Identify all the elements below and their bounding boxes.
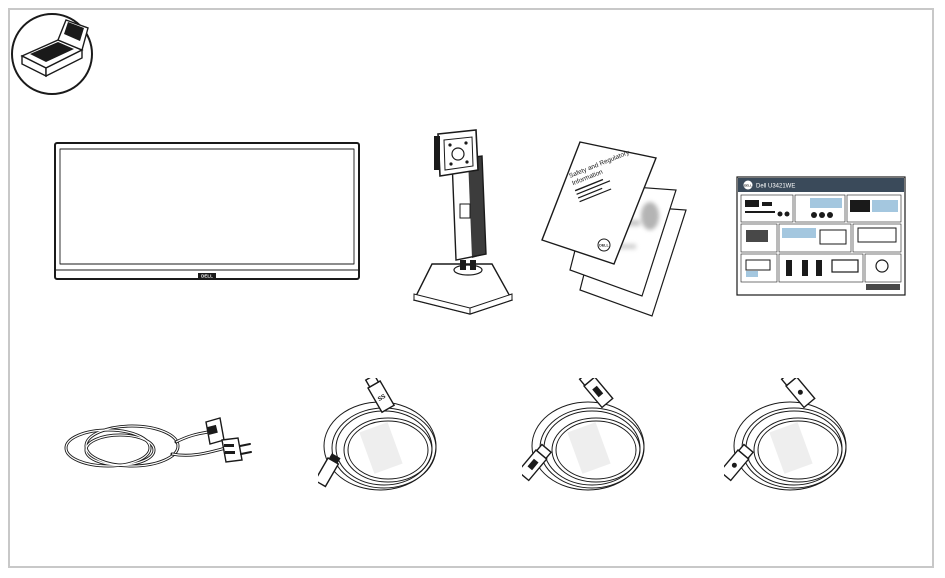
power-cable-icon [64,417,252,468]
guide-title: Dell U3421WE [756,184,795,190]
document-logo: DELL [599,244,609,248]
monitor-icon: DELL [54,142,360,280]
guide-logo: DELL [744,183,752,187]
usb-connector-label: SS [377,394,387,403]
monitor-logo: DELL [201,273,213,278]
usb-cable-icon: SS [318,378,437,491]
box-open-icon [11,13,93,95]
quick-setup-guide-icon: DELL Dell U3421WE [736,176,906,296]
displayport-cable-icon [724,378,847,491]
stand-icon [412,129,514,315]
hdmi-cable-icon [522,378,645,491]
document-stack-icon: Safety and Regulatory Information DELL [541,141,687,317]
